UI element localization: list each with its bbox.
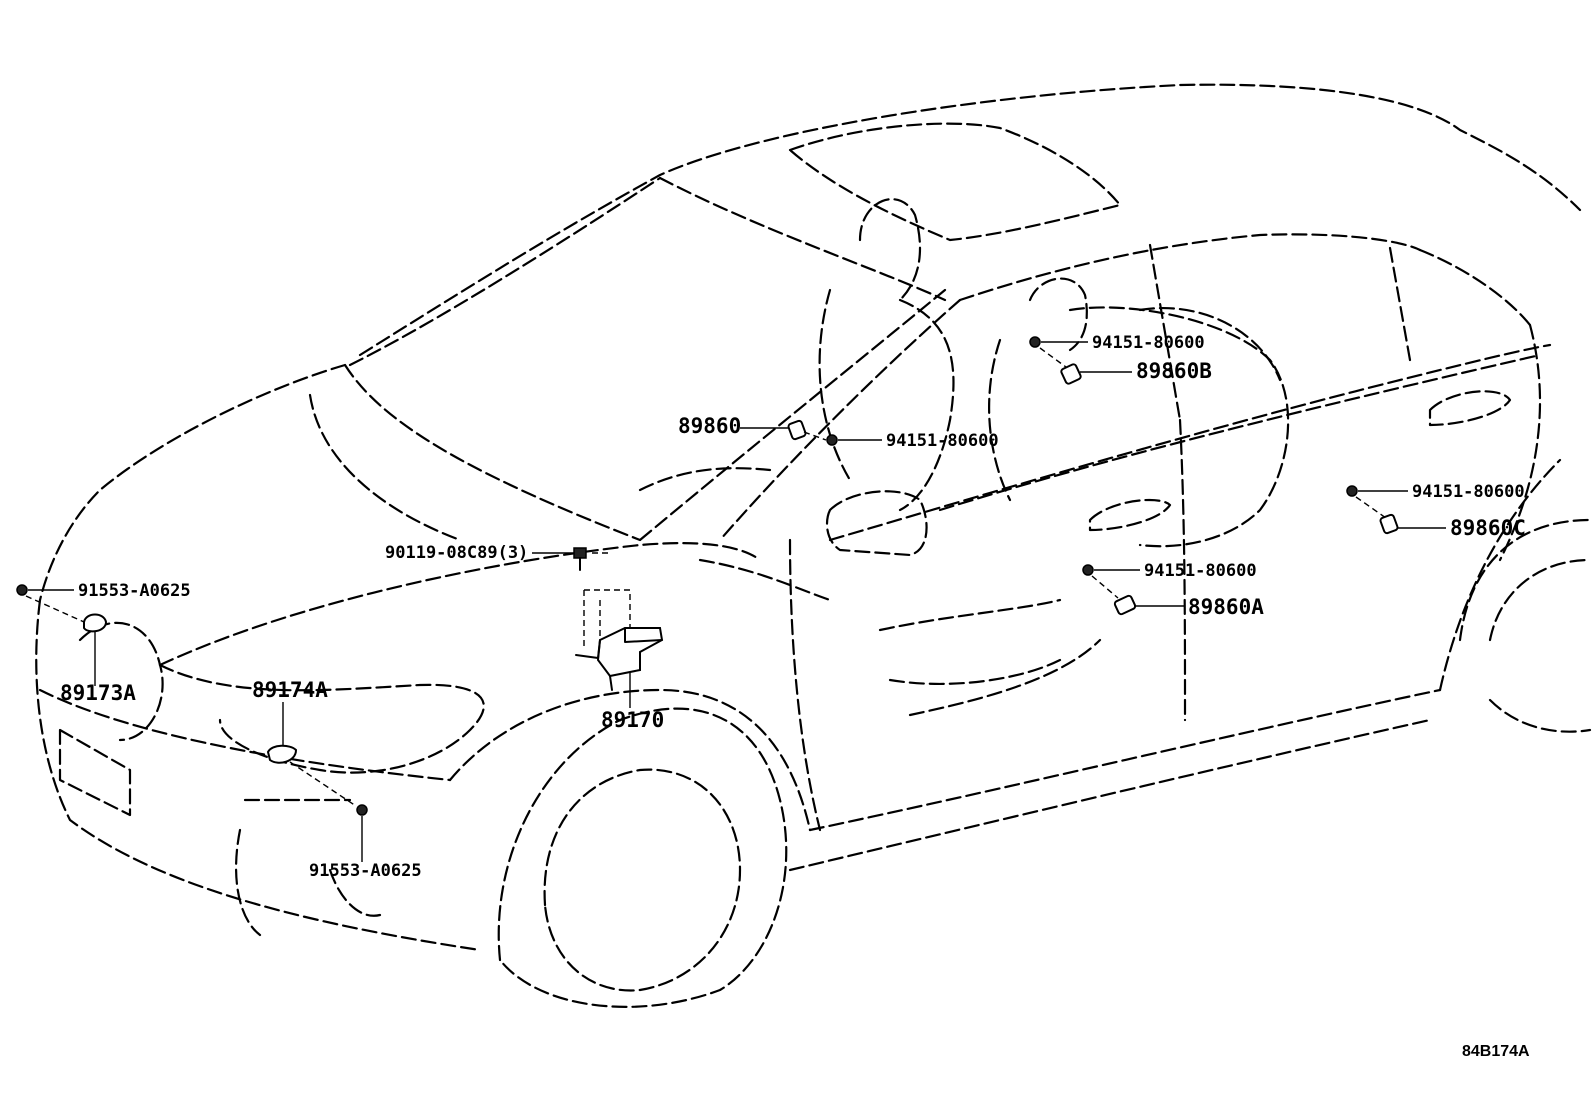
car-body-outline bbox=[35, 83, 1592, 1008]
nut-94151-right-icon bbox=[1346, 485, 1358, 497]
label-94151-top: 94151-80600 bbox=[1092, 333, 1205, 353]
label-89860c: 89860C bbox=[1450, 516, 1526, 540]
label-91553-left: 91553-A0625 bbox=[78, 581, 191, 601]
label-90119: 90119-08C89(3) bbox=[385, 543, 528, 563]
sensor-89860-icon bbox=[787, 419, 807, 441]
sensor-89174a-icon bbox=[266, 744, 298, 764]
nut-94151-low-icon bbox=[1082, 564, 1094, 576]
label-89173a: 89173A bbox=[60, 681, 136, 705]
label-94151-right: 94151-80600 bbox=[1412, 482, 1525, 502]
bolt-90119-icon bbox=[573, 547, 587, 559]
clip-91553-bottom-icon bbox=[356, 804, 368, 816]
label-91553-bottom: 91553-A0625 bbox=[309, 861, 422, 881]
sensor-89173a-icon bbox=[83, 613, 108, 633]
label-89174a: 89174A bbox=[252, 678, 328, 702]
label-89860: 89860 bbox=[678, 414, 741, 438]
label-89860b: 89860B bbox=[1136, 359, 1212, 383]
airbag-ecu-89170-icon bbox=[575, 627, 664, 691]
label-89860a: 89860A bbox=[1188, 595, 1264, 619]
nut-94151-mid-icon bbox=[826, 434, 838, 446]
sensor-89860b-icon bbox=[1060, 363, 1082, 385]
nut-94151-top-icon bbox=[1029, 336, 1041, 348]
sensor-89860c-icon bbox=[1379, 513, 1399, 535]
clip-91553-left-icon bbox=[16, 584, 28, 596]
label-94151-mid: 94151-80600 bbox=[886, 431, 999, 451]
diagram-code: 84B174A bbox=[1462, 1043, 1530, 1060]
sensor-89860a-icon bbox=[1113, 594, 1137, 616]
label-94151-low: 94151-80600 bbox=[1144, 561, 1257, 581]
label-89170: 89170 bbox=[601, 708, 664, 732]
